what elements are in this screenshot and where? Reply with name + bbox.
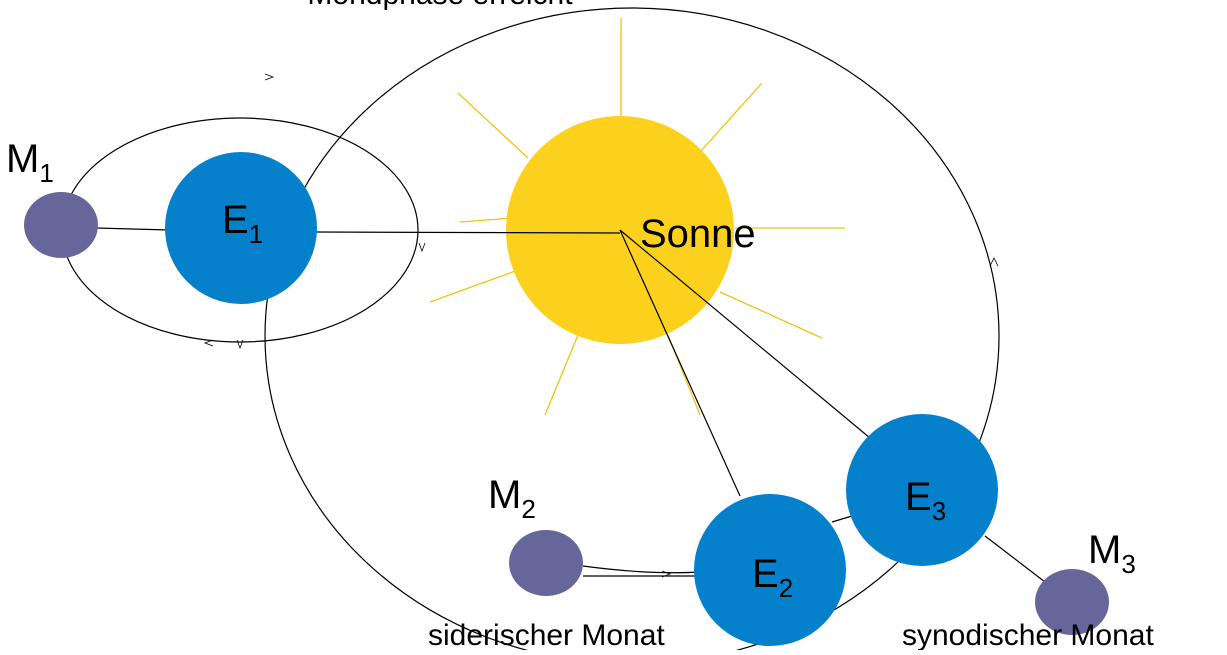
moon-orbit-e2 bbox=[582, 565, 701, 574]
line-m1-e1 bbox=[95, 227, 171, 231]
earth-e2 bbox=[694, 494, 846, 646]
label-e3: E3 bbox=[905, 475, 946, 526]
line-e1-sun bbox=[315, 231, 621, 234]
label-siderischer-monat: siderischer Monat bbox=[428, 619, 665, 650]
orbit-arrow-right bbox=[418, 242, 426, 253]
label-synodischer-monat: synodischer Monat bbox=[902, 619, 1154, 650]
earth-orbit bbox=[264, 7, 1000, 655]
moon-m2 bbox=[509, 530, 583, 596]
label-m3: M3 bbox=[1088, 528, 1136, 579]
label-m2: M2 bbox=[488, 473, 536, 524]
orbit-arrow-bottom bbox=[203, 339, 214, 347]
moon-m1 bbox=[24, 192, 98, 258]
connection-lines bbox=[95, 227, 1046, 583]
earth-e1 bbox=[165, 152, 317, 304]
orbit-arrow-earth-left bbox=[236, 339, 244, 350]
line-e3-m3 bbox=[984, 535, 1046, 583]
top-caption: Mondphase erreicht bbox=[307, 0, 573, 11]
label-m1: M1 bbox=[6, 137, 54, 188]
line-e2-e3 bbox=[831, 515, 853, 523]
moon-m3 bbox=[1035, 569, 1109, 635]
orbit-arrow-top bbox=[264, 73, 275, 81]
label-e2: E2 bbox=[752, 552, 793, 603]
line-sun-e3 bbox=[619, 229, 871, 439]
earth-e3 bbox=[846, 414, 998, 566]
label-sonne: Sonne bbox=[640, 212, 756, 256]
label-e1: E1 bbox=[222, 198, 263, 249]
sun-rays bbox=[429, 18, 845, 416]
orbit-arrow-earth-right bbox=[989, 257, 999, 267]
line-sun-e2 bbox=[619, 229, 741, 497]
